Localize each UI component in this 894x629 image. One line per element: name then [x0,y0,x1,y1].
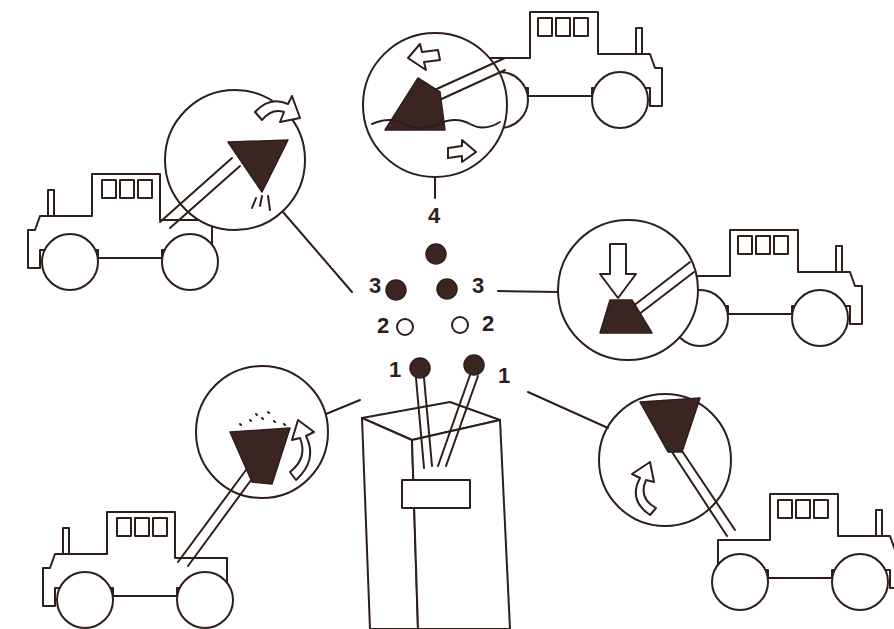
rollback-arrow [290,420,314,480]
callout-number: 3 [369,275,381,297]
loader-arm [178,470,254,566]
falling-material [252,196,270,210]
detail-circle [196,366,328,498]
detail-circle [558,220,698,360]
lever-position-dump [386,280,406,300]
bucket [600,300,652,333]
leader-line [498,291,558,292]
wheel-loader [43,512,233,628]
leader-lines [283,177,608,428]
leader-line [434,177,436,198]
callout-number: 3 [472,275,484,297]
lever-knob [410,358,430,378]
ground-wave [372,120,500,128]
console-front [412,420,510,629]
callout-number: 1 [389,359,401,381]
console-side [362,418,418,629]
float-arrow [408,44,440,70]
bucket [640,398,700,452]
leader-line [326,400,360,414]
material-dots [240,412,285,425]
raise-scene [599,394,894,610]
dump-scene [28,90,305,290]
wheel-loader [672,230,862,346]
loader-arm [672,448,735,536]
lever [438,375,478,466]
callout-number: 1 [498,365,510,387]
wheel-loader [712,494,894,610]
lever-knob [464,355,484,375]
lever [416,378,432,468]
loader-arm [160,158,240,228]
lever-position-float [426,244,446,264]
detail-circle [165,90,305,230]
raise-arrow [632,462,656,515]
lever-position-lower [437,279,457,299]
console-panel [402,480,470,508]
detail-circle [363,33,507,177]
detail-circle [599,394,731,526]
dump-arrow [255,96,300,122]
float-scene [363,12,662,177]
lever-position-hold [397,319,413,335]
control-console [362,244,510,629]
bucket [385,78,445,130]
rollback-scene [43,366,328,628]
loader-arm [430,58,505,102]
bucket [230,428,290,484]
lower-arrow [600,244,636,298]
callout-number: 2 [377,315,389,337]
callout-number: 2 [482,313,494,335]
bucket [228,140,288,192]
float-arrow [448,140,476,162]
leader-line [283,212,352,292]
lever-position-hold [452,317,468,333]
lower-scene [558,220,862,360]
leader-line [528,392,608,428]
callout-number: 4 [428,205,440,227]
